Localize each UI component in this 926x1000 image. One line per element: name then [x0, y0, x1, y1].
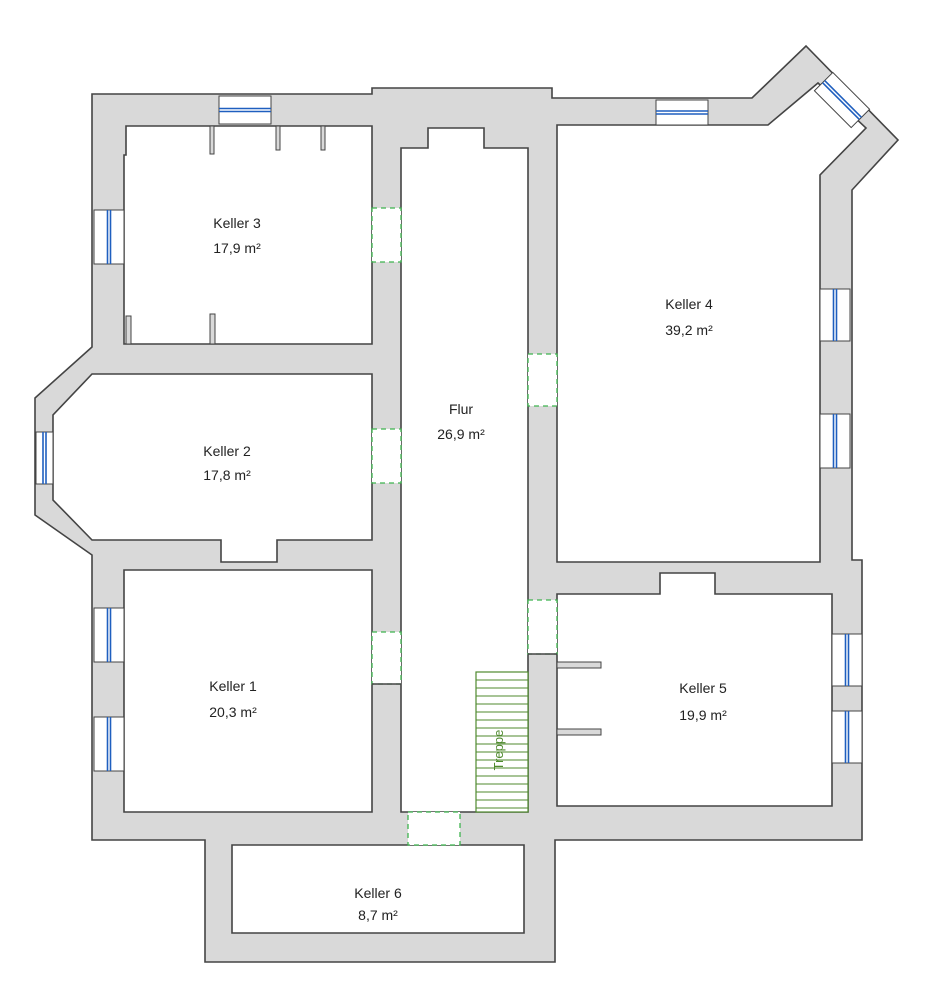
door-keller5-flur [527, 599, 558, 655]
window [93, 209, 125, 265]
stub-keller3-2 [275, 125, 281, 151]
window [93, 716, 125, 772]
keller4-area: 39,2 m² [665, 322, 713, 338]
window [218, 95, 272, 125]
stub-keller3-5 [209, 313, 216, 345]
keller5-area: 19,9 m² [679, 707, 727, 723]
door-openings [371, 207, 558, 846]
window [655, 99, 709, 126]
keller2-area: 17,8 m² [203, 467, 251, 483]
rooms [52, 81, 868, 934]
window [831, 710, 863, 764]
flur-name: Flur [449, 401, 473, 417]
room-labels: Keller 3 17,9 m² Keller 2 17,8 m² Keller… [203, 215, 727, 923]
window [831, 633, 863, 687]
keller2-name: Keller 2 [203, 443, 251, 459]
door-keller4-flur [527, 353, 558, 407]
keller6-name: Keller 6 [354, 885, 402, 901]
keller3-area: 17,9 m² [213, 240, 261, 256]
window [819, 288, 851, 342]
keller6-area: 8,7 m² [358, 907, 398, 923]
keller3-name: Keller 3 [213, 215, 261, 231]
door-keller3-flur [371, 207, 402, 263]
partition-stubs [125, 125, 602, 736]
stub-keller3-1 [209, 125, 215, 155]
room-keller3 [123, 125, 373, 345]
keller1-area: 20,3 m² [209, 704, 257, 720]
flur-area: 26,9 m² [437, 426, 485, 442]
stub-keller5-2 [556, 728, 602, 736]
door-keller6-flur [407, 811, 461, 846]
window [35, 431, 54, 485]
room-keller4 [556, 81, 868, 563]
stair-label: Treppe [491, 730, 506, 771]
door-keller2-flur [371, 428, 402, 484]
keller1-name: Keller 1 [209, 678, 257, 694]
keller5-name: Keller 5 [679, 680, 727, 696]
room-keller5 [556, 572, 833, 807]
window-diagonal [813, 71, 871, 129]
stub-keller3-4 [125, 315, 132, 345]
stub-keller5-1 [556, 661, 602, 669]
stub-keller3-3 [320, 125, 326, 151]
stair-outline [475, 671, 529, 813]
door-keller1-flur [371, 631, 402, 685]
stairs [475, 671, 529, 813]
windows [35, 71, 871, 772]
window [93, 607, 125, 663]
window [819, 413, 851, 469]
keller4-name: Keller 4 [665, 296, 713, 312]
